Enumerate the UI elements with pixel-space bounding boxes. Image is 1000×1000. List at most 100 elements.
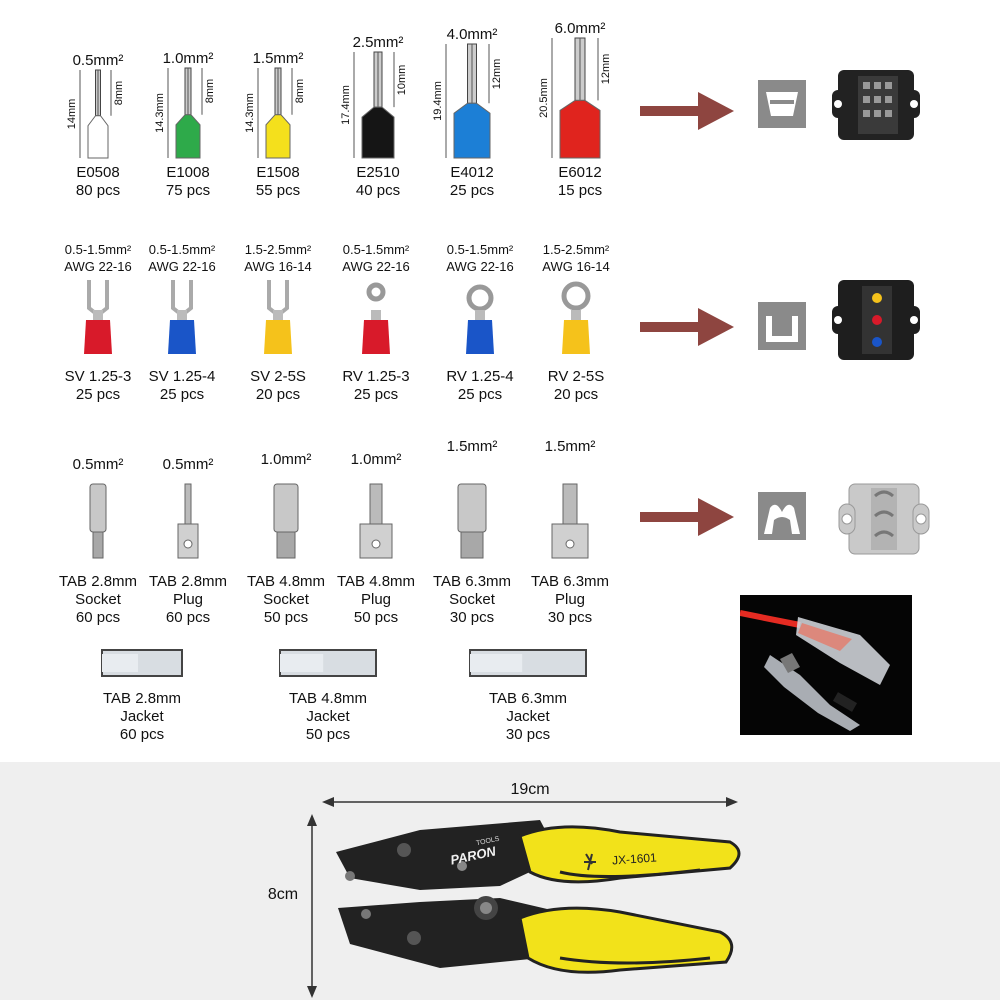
terminal-awg-label: AWG 16-14 <box>542 259 610 274</box>
tab-name-label: TAB 4.8mm <box>246 573 326 590</box>
terminal-qty-label: 25 pcs <box>159 386 205 403</box>
arrow-icon <box>640 92 734 130</box>
fork-terminal-icon <box>84 280 112 354</box>
ferrule-icon <box>453 43 491 159</box>
tab-qty-label: 60 pcs <box>165 609 211 626</box>
ferrule-total-length: 14.3mm <box>244 93 256 133</box>
terminal-qty-label: 20 pcs <box>255 386 301 403</box>
terminal-die-icon <box>758 302 806 350</box>
tab-die-photo <box>838 483 930 555</box>
ferrule-total-length: 20.5mm <box>538 78 550 118</box>
tab-qty-label: 30 pcs <box>449 609 495 626</box>
tab-socket-icon <box>457 483 487 559</box>
ferrule-qty-label: 40 pcs <box>355 182 401 199</box>
ferrule-total-length: 14mm <box>66 98 78 130</box>
terminal-range-label: 0.5-1.5mm² <box>342 242 410 257</box>
jacket-qty-label: 60 pcs <box>119 726 165 743</box>
tab-drawings <box>89 483 589 559</box>
ferrule-icon <box>175 67 201 159</box>
ferrule-pin-length: 8mm <box>113 80 125 106</box>
ferrule-code-label: E6012 <box>558 164 602 181</box>
insulation-jacket-icon <box>279 649 377 677</box>
tab-plug-icon <box>551 483 589 559</box>
terminal-code-label: SV 1.25-3 <box>64 368 132 385</box>
fork-terminal-icon <box>264 280 292 354</box>
ferrule-total-length: 14.3mm <box>154 93 166 133</box>
ferrule-icon <box>265 67 291 159</box>
ferrule-drawings <box>79 37 601 159</box>
tab-type-label: Plug <box>554 591 586 608</box>
ferrule-icon <box>559 37 601 159</box>
ferrule-qty-label: 15 pcs <box>557 182 603 199</box>
terminal-code-label: RV 2-5S <box>547 368 605 385</box>
tab-type-label: Plug <box>172 591 204 608</box>
ferrule-pin-length: 10mm <box>396 64 408 95</box>
ring-terminal-icon <box>466 284 494 354</box>
jacket-name-label: TAB 6.3mm <box>488 690 568 707</box>
terminal-code-label: SV 1.25-4 <box>148 368 216 385</box>
ferrule-pin-length: 8mm <box>294 79 306 104</box>
tab-size-label: 1.0mm² <box>350 451 402 468</box>
tab-socket-icon <box>89 483 107 559</box>
terminal-range-label: 0.5-1.5mm² <box>64 242 132 257</box>
tab-name-label: TAB 6.3mm <box>530 573 610 590</box>
tab-type-label: Socket <box>263 591 309 608</box>
ferrule-code-label: E4012 <box>450 164 494 181</box>
fork-terminal-icon <box>168 280 196 354</box>
terminal-range-label: 0.5-1.5mm² <box>446 242 514 257</box>
terminal-awg-label: AWG 22-16 <box>64 259 132 274</box>
terminal-code-label: SV 2-5S <box>250 368 306 385</box>
tab-socket-icon <box>273 483 299 559</box>
jacket-qty-label: 50 pcs <box>305 726 351 743</box>
length-dimension <box>322 797 738 807</box>
ferrule-size-label: 2.5mm² <box>352 34 404 51</box>
height-dimension <box>307 814 317 998</box>
arrow-icon <box>640 498 734 536</box>
terminal-qty-label: 25 pcs <box>457 386 503 403</box>
ferrule-size-label: 0.5mm² <box>72 52 124 69</box>
ferrule-icon <box>361 51 395 159</box>
terminal-range-label: 0.5-1.5mm² <box>148 242 216 257</box>
tab-type-label: Socket <box>449 591 495 608</box>
ferrule-qty-label: 80 pcs <box>75 182 121 199</box>
ferrule-size-label: 1.0mm² <box>162 50 214 67</box>
terminal-awg-label: AWG 16-14 <box>244 259 312 274</box>
ferrule-size-label: 6.0mm² <box>554 20 606 37</box>
jacket-type-label: Jacket <box>306 708 350 725</box>
ring-terminal-icon <box>362 282 390 354</box>
tab-die-icon <box>758 492 806 540</box>
ferrule-icon <box>87 69 109 159</box>
dimension-line <box>257 68 293 158</box>
crimping-tool-drawing <box>307 797 741 998</box>
ferrule-size-label: 4.0mm² <box>446 26 498 43</box>
ferrule-pin-length: 12mm <box>491 58 503 89</box>
tool-handles <box>518 825 741 974</box>
terminal-range-label: 1.5-2.5mm² <box>244 242 312 257</box>
jacket-name-label: TAB 4.8mm <box>288 690 368 707</box>
tab-qty-label: 30 pcs <box>547 609 593 626</box>
ferrule-total-length: 17.4mm <box>340 85 352 125</box>
tab-size-label: 0.5mm² <box>162 456 214 473</box>
die-panel <box>640 70 920 540</box>
tool-logo-icon <box>584 853 596 871</box>
ferrule-pin-length: 12mm <box>600 53 612 85</box>
dimension-line <box>551 38 599 158</box>
insulation-jacket-icon <box>469 649 587 677</box>
tab-size-label: 1.5mm² <box>446 438 498 455</box>
tab-name-label: TAB 2.8mm <box>148 573 228 590</box>
height-label: 8cm <box>267 886 299 903</box>
length-label: 19cm <box>510 781 550 798</box>
terminal-qty-label: 20 pcs <box>553 386 599 403</box>
crimped-connector-photo <box>740 595 912 735</box>
tab-qty-label: 50 pcs <box>263 609 309 626</box>
dimension-line <box>353 52 395 158</box>
tab-size-label: 1.5mm² <box>544 438 596 455</box>
ferrule-qty-label: 75 pcs <box>165 182 211 199</box>
terminal-code-label: RV 1.25-4 <box>446 368 514 385</box>
tab-name-label: TAB 6.3mm <box>432 573 512 590</box>
ferrule-code-label: E2510 <box>356 164 400 181</box>
terminal-awg-label: AWG 22-16 <box>148 259 216 274</box>
terminal-awg-label: AWG 22-16 <box>342 259 410 274</box>
terminal-qty-label: 25 pcs <box>353 386 399 403</box>
terminal-range-label: 1.5-2.5mm² <box>542 242 610 257</box>
